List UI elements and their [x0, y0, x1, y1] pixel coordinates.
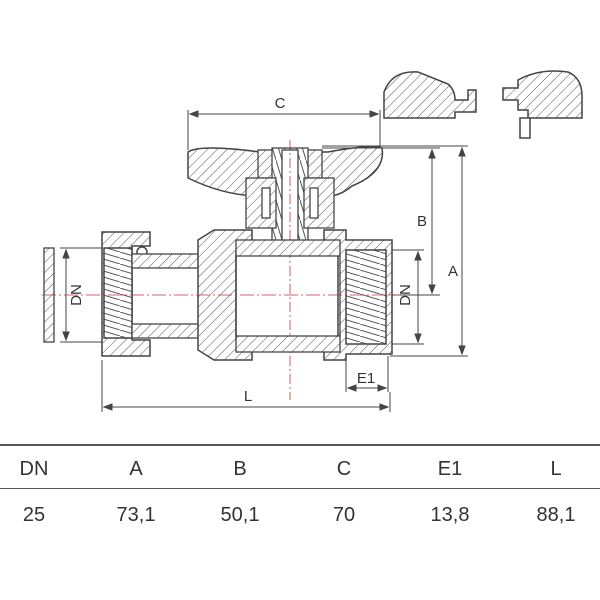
value-dn: 25: [22, 504, 46, 526]
dimension-dn-left: [60, 247, 102, 343]
label-e1: E1: [357, 370, 375, 387]
table-top-rule: [0, 444, 600, 446]
ball: [235, 239, 341, 353]
value-e1: 13,8: [430, 504, 470, 526]
value-a: 73,1: [116, 504, 156, 526]
value-b: 50,1: [220, 504, 260, 526]
handle-side-view: [383, 71, 477, 119]
ball-valve-technical-drawing: C B A: [42, 70, 583, 412]
valve-stem: [245, 140, 335, 400]
value-c: 70: [332, 504, 356, 526]
value-l: 88,1: [536, 504, 576, 526]
label-a: A: [448, 263, 458, 280]
header-a: A: [129, 458, 143, 480]
label-l: L: [244, 388, 252, 405]
label-dn-left: DN: [68, 284, 85, 306]
header-b: B: [233, 458, 247, 480]
dimension-a: [322, 145, 468, 357]
union-nut: [101, 231, 151, 357]
table-mid-rule: [0, 488, 600, 489]
table-value-row: 25 73,1 50,1 70 13,8 88,1: [0, 498, 600, 538]
handle-front-view: [502, 70, 583, 139]
header-dn: DN: [19, 458, 49, 480]
table-header-row: DN A B C E1 L: [0, 450, 600, 490]
label-c: C: [275, 95, 286, 112]
dimension-dn-right: [392, 249, 424, 345]
label-b: B: [417, 213, 427, 230]
dimension-l: [101, 360, 391, 412]
dimension-e1: [345, 356, 389, 392]
dimension-c: [187, 110, 381, 150]
header-e1: E1: [437, 458, 463, 480]
header-c: C: [336, 458, 352, 480]
label-dn-right: DN: [397, 284, 414, 306]
header-l: L: [550, 458, 562, 480]
